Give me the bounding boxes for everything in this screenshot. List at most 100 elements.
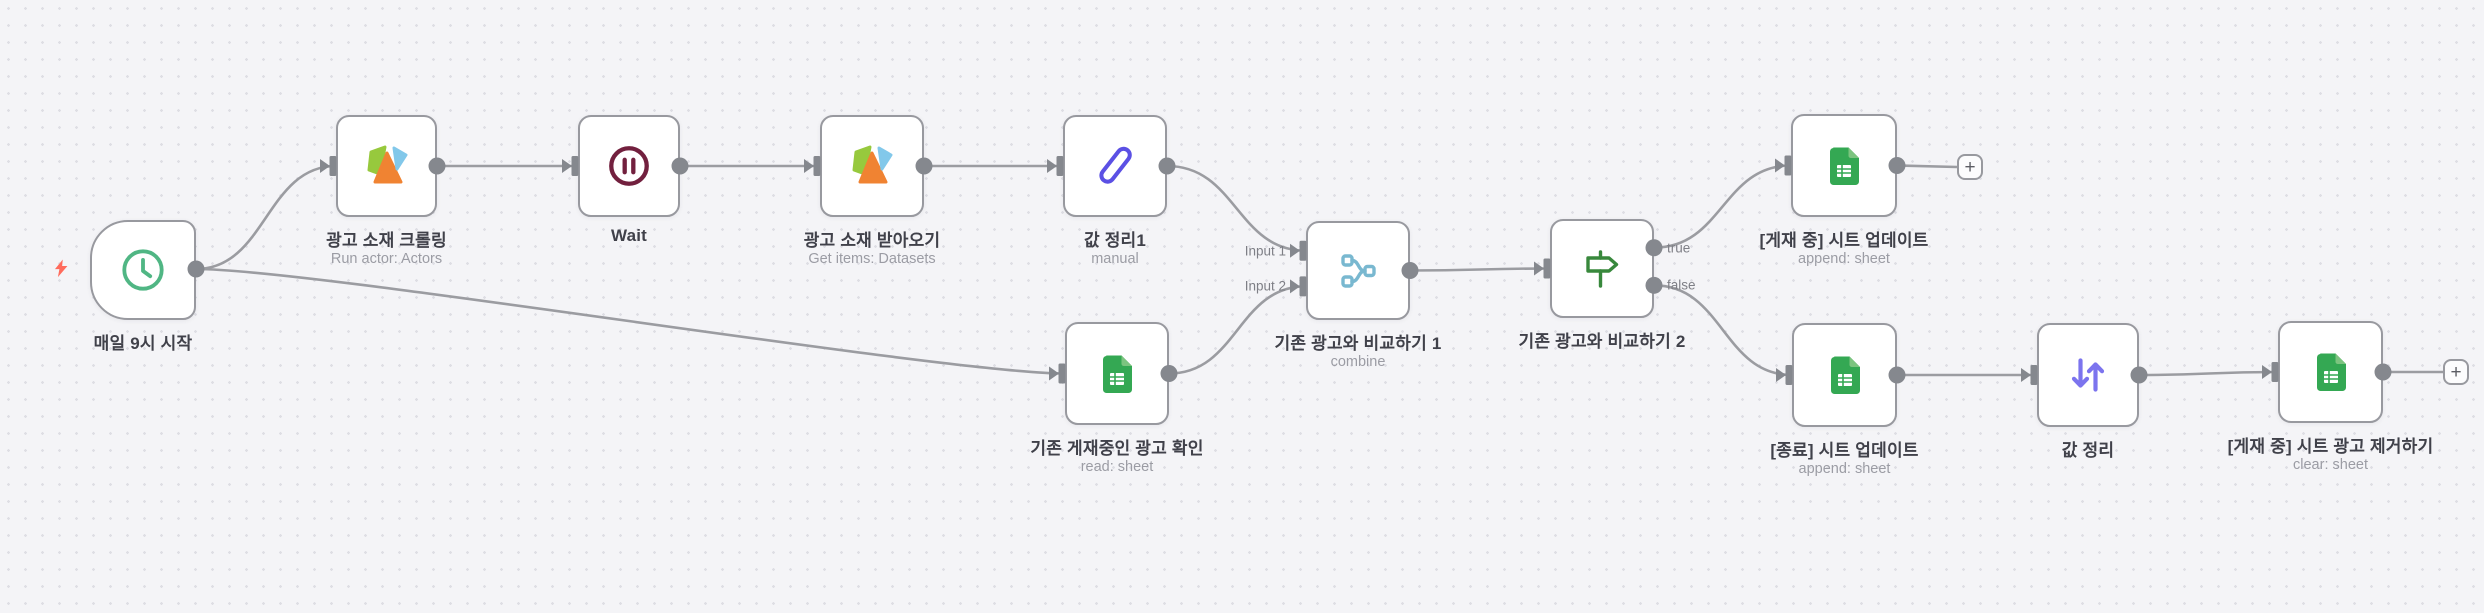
node-sublabel: clear: sheet [2293,457,2368,473]
pause-icon [606,143,652,189]
input-port-arrow[interactable] [1290,279,1300,294]
node-schedule-trigger[interactable] [90,220,196,320]
output-port[interactable] [1645,276,1663,294]
input-port-arrow[interactable] [320,159,330,173]
node-label: 기존 게재중인 광고 확인 [1030,439,1204,458]
node-clear-active-sheet[interactable] [2278,321,2383,423]
node-label: [게재 중] 시트 업데이트 [1759,231,1929,250]
node-if-compare-2[interactable] [1550,219,1654,318]
node-sublabel: Get items: Datasets [808,251,936,267]
node-label: 광고 소재 크롤링 [326,231,447,250]
input-port-arrow[interactable] [562,159,572,173]
plus-icon: + [1964,156,1976,178]
output-port[interactable] [187,260,205,278]
input-port[interactable] [2271,362,2279,382]
connection-wire[interactable] [195,164,337,271]
node-sort-values[interactable] [2037,323,2139,427]
input-port-label: Input 2 [1244,278,1286,294]
apify-icon [365,144,409,188]
apify-icon [850,144,894,188]
output-port[interactable] [1888,157,1906,174]
output-port[interactable] [2130,366,2148,384]
signpost-icon [1580,247,1624,291]
output-port[interactable] [428,157,446,175]
add-node-button[interactable]: + [1957,154,1983,180]
input-port-arrow[interactable] [2262,365,2272,379]
connection-wire[interactable] [1166,164,1307,252]
node-label: 광고 소재 받아오기 [803,231,941,250]
output-port[interactable] [1888,366,1906,384]
node-ad-crawl[interactable] [336,115,437,217]
node-label: [게재 중] 시트 광고 제거하기 [2227,437,2434,456]
input-port[interactable] [1784,155,1792,176]
node-read-existing-ads[interactable] [1065,322,1169,425]
node-label: [종료] 시트 업데이트 [1770,441,1919,460]
node-label: Wait [610,226,648,245]
connection-wire[interactable] [1653,164,1792,250]
input-port[interactable] [813,156,821,176]
sort-icon [2066,353,2110,397]
lightning-bolt-icon [54,259,69,283]
node-sublabel: manual [1091,251,1139,267]
connection-wire[interactable] [195,267,1066,375]
sheets-icon [1822,144,1866,188]
node-append-active-sheet[interactable] [1791,114,1897,217]
output-port[interactable] [1158,157,1176,175]
merge-icon [1336,249,1380,293]
output-port[interactable] [1401,262,1419,279]
add-node-button[interactable]: + [2443,359,2469,385]
input-port[interactable] [2030,365,2038,385]
node-sublabel: append: sheet [1798,461,1891,477]
input-port-arrow[interactable] [1290,243,1300,258]
output-port[interactable] [2374,363,2392,381]
connection-wire[interactable] [1896,164,1958,169]
input-port[interactable] [1299,240,1307,261]
input-port[interactable] [571,156,579,176]
sheets-icon [1823,353,1867,397]
output-port-label: false [1667,277,1696,293]
connection-wire[interactable] [1409,267,1551,272]
node-wait[interactable] [578,115,680,217]
node-merge-compare-1[interactable] [1306,221,1410,320]
node-sublabel: combine [1330,354,1386,370]
input-port-arrow[interactable] [1776,368,1786,382]
node-label: 기존 광고와 비교하기 1 [1274,334,1442,353]
input-port-arrow[interactable] [1049,366,1059,381]
output-port-label: true [1667,240,1691,256]
node-set-values-1[interactable] [1063,115,1167,217]
input-port[interactable] [1056,156,1064,176]
connection-wire[interactable] [1168,285,1307,375]
node-sublabel: Run actor: Actors [330,251,443,267]
sheets-icon [2309,350,2353,394]
plus-icon: + [2450,361,2462,383]
sheets-icon [1095,352,1139,396]
input-port[interactable] [1543,258,1551,279]
node-sublabel: append: sheet [1798,251,1890,267]
input-port[interactable] [1299,276,1307,297]
node-label: 매일 9시 시작 [93,334,193,353]
input-port-arrow[interactable] [1047,159,1057,173]
node-label: 값 정리1 [1083,231,1147,250]
connection-wire[interactable] [1653,284,1793,377]
input-port[interactable] [329,156,337,176]
connection-wire[interactable] [2138,370,2279,377]
input-port-arrow[interactable] [2021,368,2031,382]
output-port[interactable] [1160,365,1178,382]
input-port[interactable] [1058,363,1066,384]
input-port-arrow[interactable] [804,159,814,173]
pen-icon [1092,143,1138,189]
input-port-arrow[interactable] [1534,261,1544,276]
node-label: 기존 광고와 비교하기 2 [1518,332,1686,351]
output-port[interactable] [1645,239,1663,257]
node-get-items[interactable] [820,115,924,217]
output-port[interactable] [915,157,933,175]
clock-icon [120,247,166,293]
input-port-arrow[interactable] [1775,158,1785,173]
output-port[interactable] [671,157,689,175]
node-append-ended-sheet[interactable] [1792,323,1897,427]
input-port[interactable] [1785,365,1793,385]
input-port-label: Input 1 [1244,243,1286,259]
